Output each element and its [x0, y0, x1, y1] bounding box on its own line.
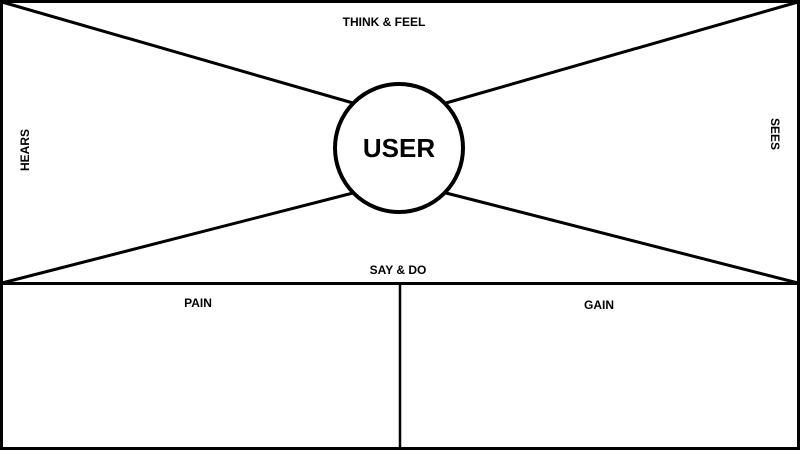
- diagonal-bottom-right: [445, 191, 799, 285]
- diagonal-top-left: [1, 0, 354, 105]
- pain-label: PAIN: [184, 296, 212, 310]
- diagonal-bottom-left: [1, 191, 354, 285]
- sees-label: SEES: [768, 118, 782, 150]
- gain-label: GAIN: [584, 298, 614, 312]
- hears-label: HEARS: [18, 129, 32, 171]
- diagonal-top-right: [445, 0, 799, 105]
- user-circle: [333, 82, 465, 214]
- think-feel-label: THINK & FEEL: [343, 15, 426, 29]
- say-do-label: SAY & DO: [370, 263, 427, 277]
- user-label: USER: [363, 133, 435, 163]
